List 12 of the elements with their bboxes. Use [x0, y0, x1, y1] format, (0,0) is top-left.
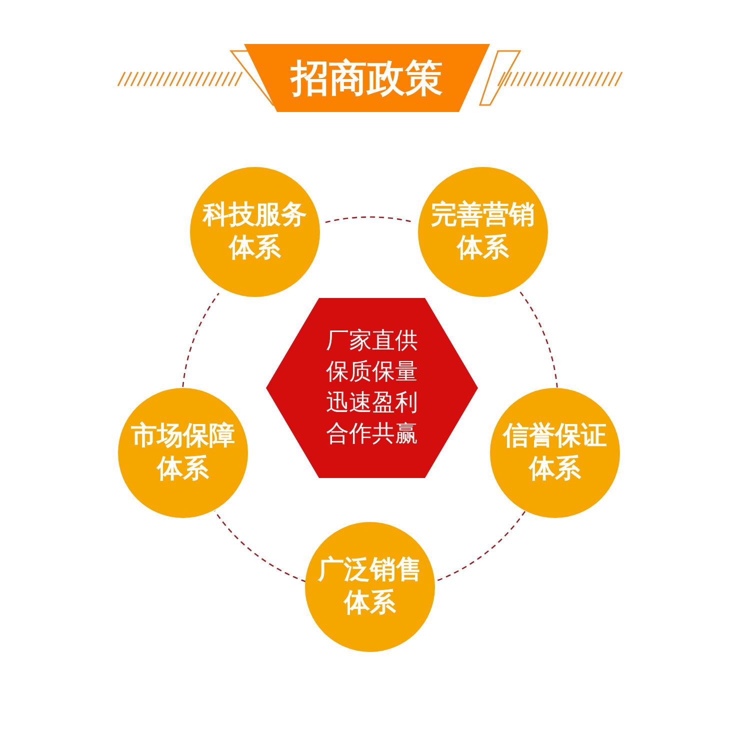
title: 招商政策: [289, 56, 444, 100]
center-text: 厂家直供保质保量迅速盈利合作共赢: [325, 327, 419, 449]
circle-label: 科技服务体系: [202, 199, 308, 265]
circle-label: 完善营销体系: [430, 199, 536, 265]
connector-arc: [325, 216, 414, 223]
connector-arc: [520, 292, 558, 388]
connector-arc: [182, 292, 220, 388]
hexagon-shape: [266, 298, 478, 478]
circle-label: 广泛销售体系: [317, 554, 423, 620]
circle-label: 市场保障体系: [130, 420, 236, 486]
circle-label: 信誉保证体系: [502, 420, 608, 486]
connector-arc: [214, 510, 306, 582]
